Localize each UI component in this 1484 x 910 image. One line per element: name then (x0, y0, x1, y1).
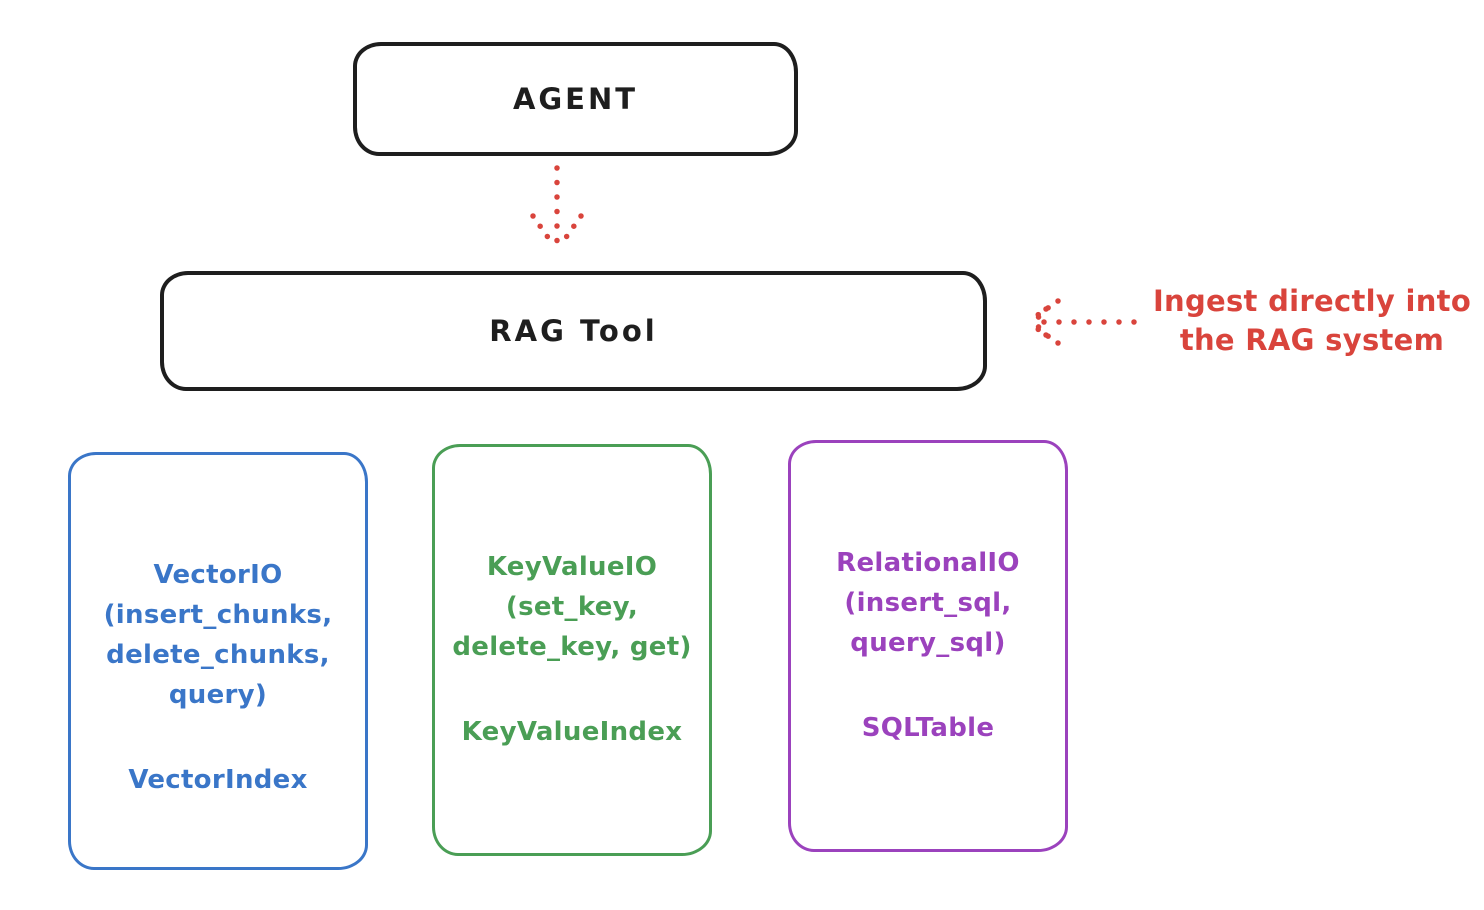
vector-io-node: VectorIO (insert_chunks, delete_chunks, … (68, 452, 368, 870)
dotted-arrow-down-icon (530, 165, 584, 253)
vector-io-line: (insert_chunks, (103, 600, 333, 630)
key-value-io-node: KeyValueIO (set_key, delete_key, get) Ke… (432, 444, 712, 856)
ingest-annotation-line: Ingest directly into (1152, 284, 1472, 318)
relational-io-line: (insert_sql, (844, 588, 1012, 618)
sql-table-label: SQLTable (861, 713, 995, 743)
relational-io-line: RelationalIO (836, 548, 1020, 578)
key-value-io-line: (set_key, (505, 592, 639, 622)
vector-io-line: query) (168, 680, 268, 710)
vector-io-signature: VectorIO (insert_chunks, delete_chunks, … (104, 555, 333, 715)
vector-index-label: VectorIndex (128, 765, 308, 795)
relational-io-signature: RelationalIO (insert_sql, query_sql) (836, 543, 1020, 663)
relational-io-line: query_sql) (850, 628, 1006, 658)
ingest-annotation: Ingest directly into the RAG system (1140, 282, 1484, 360)
dotted-arrow-left-icon (1026, 298, 1137, 346)
vector-io-line: VectorIO (153, 560, 283, 590)
key-value-index-label: KeyValueIndex (461, 717, 683, 747)
key-value-io-signature: KeyValueIO (set_key, delete_key, get) (452, 547, 691, 667)
rag-tool-node-label: RAG Tool (489, 314, 658, 348)
agent-node: AGENT (353, 42, 798, 156)
relational-io-node: RelationalIO (insert_sql, query_sql) SQL… (788, 440, 1068, 852)
agent-node-label: AGENT (512, 82, 639, 116)
key-value-io-line: delete_key, get) (452, 632, 692, 662)
ingest-annotation-line: the RAG system (1179, 323, 1445, 357)
rag-tool-node: RAG Tool (160, 271, 987, 391)
vector-io-line: delete_chunks, (106, 640, 330, 670)
key-value-io-line: KeyValueIO (486, 552, 658, 582)
